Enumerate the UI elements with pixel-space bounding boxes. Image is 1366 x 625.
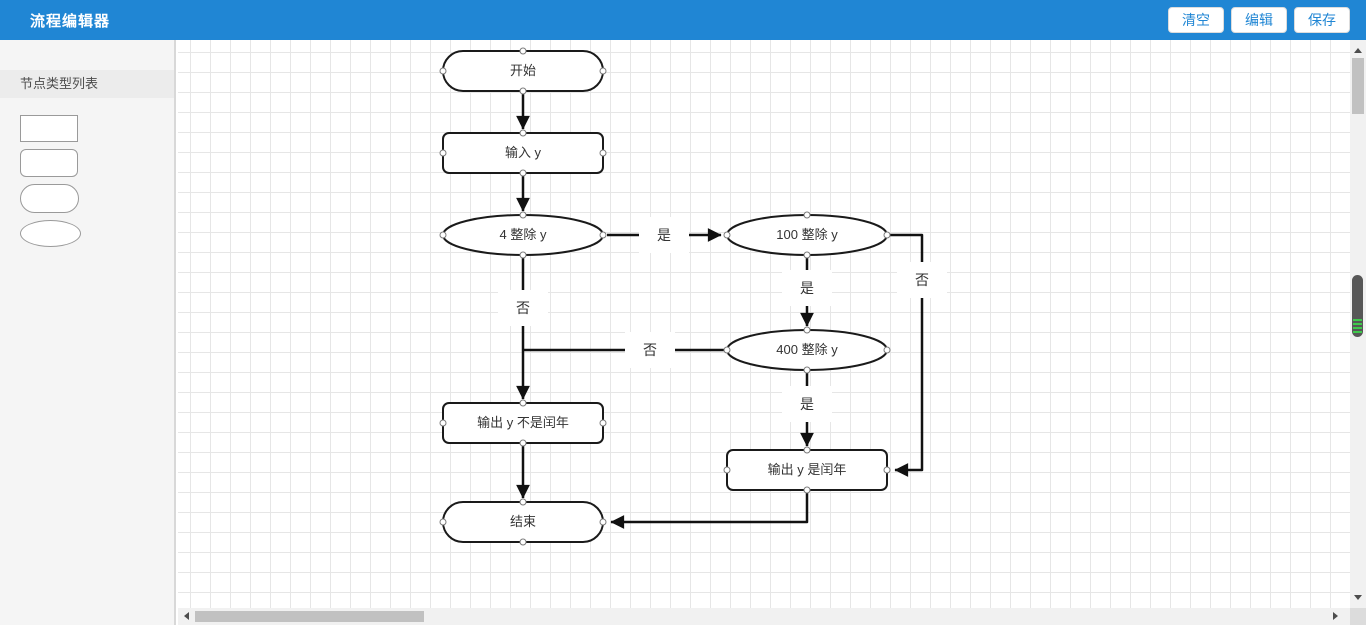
vertical-scrollbar-thumb[interactable] — [1352, 58, 1364, 114]
edge-label-div4-yes: 是 — [639, 217, 689, 253]
node-output-not-leap[interactable]: 输出 y 不是闰年 — [442, 402, 604, 444]
app-header: 流程编辑器 清空 编辑 保存 — [0, 0, 1366, 40]
node-label: 结束 — [510, 514, 536, 529]
connection-points-check-div-100[interactable] — [723, 211, 891, 259]
connection-points-output-not-leap[interactable] — [439, 399, 607, 447]
node-label: 4 整除 y — [500, 227, 547, 242]
edge-label-text: 是 — [800, 280, 814, 296]
node-check-div-400[interactable]: 400 整除 y — [726, 329, 888, 371]
save-button[interactable]: 保存 — [1294, 7, 1350, 33]
edge-label-text: 是 — [800, 396, 814, 412]
node-input-y[interactable]: 输入 y — [442, 132, 604, 174]
node-label: 输入 y — [505, 145, 542, 160]
node-palette — [0, 98, 174, 247]
vertical-scrollbar[interactable] — [1350, 40, 1366, 608]
palette-rounded-rectangle-shape[interactable] — [20, 149, 78, 177]
connection-points-check-div-4[interactable] — [439, 211, 607, 259]
connection-points-output-leap[interactable] — [723, 446, 891, 494]
edge-label-div400-yes: 是 — [782, 386, 832, 422]
horizontal-scrollbar-thumb[interactable] — [195, 611, 424, 622]
edge-leap-to-end — [610, 490, 809, 529]
palette-stadium-shape[interactable] — [20, 184, 79, 213]
edge-label-div400-no: 否 — [625, 332, 675, 368]
node-label: 开始 — [510, 63, 536, 78]
edge-label-text: 是 — [657, 227, 671, 243]
scroll-handle-grip-icon — [1353, 319, 1362, 333]
edge-label-div100-no: 否 — [897, 262, 947, 298]
node-check-div-100[interactable]: 100 整除 y — [726, 214, 888, 256]
node-start[interactable]: 开始 — [442, 50, 604, 92]
flowchart-canvas[interactable]: 是 否 是 否 否 是 开始 输入 y — [178, 40, 1350, 608]
node-output-leap[interactable]: 输出 y 是闰年 — [726, 449, 888, 491]
sidebar-title: 节点类型列表 — [0, 70, 174, 98]
toolbar: 清空 编辑 保存 — [1168, 7, 1350, 33]
edge-label-text: 否 — [915, 272, 929, 288]
edit-button[interactable]: 编辑 — [1231, 7, 1287, 33]
edge-label-text: 否 — [516, 300, 530, 316]
palette-rectangle-shape[interactable] — [20, 115, 78, 142]
app-title: 流程编辑器 — [30, 12, 111, 30]
edge-label-div100-yes: 是 — [782, 270, 832, 306]
horizontal-scrollbar[interactable] — [178, 608, 1350, 625]
connection-points-input-y[interactable] — [439, 129, 607, 177]
clear-button[interactable]: 清空 — [1168, 7, 1224, 33]
node-type-sidebar: 节点类型列表 — [0, 40, 176, 625]
node-label: 100 整除 y — [776, 227, 838, 242]
custom-scroll-handle[interactable] — [1352, 275, 1363, 337]
edge-label-text: 否 — [643, 342, 657, 358]
triangle-left-icon[interactable] — [184, 612, 189, 620]
connection-points-check-div-400[interactable] — [723, 326, 891, 374]
triangle-up-icon[interactable] — [1354, 48, 1362, 53]
node-label: 输出 y 不是闰年 — [477, 415, 569, 430]
triangle-right-icon[interactable] — [1333, 612, 1338, 620]
palette-ellipse-shape[interactable] — [20, 220, 81, 247]
edge-label-div4-no: 否 — [498, 290, 548, 326]
node-label: 400 整除 y — [776, 342, 838, 357]
triangle-down-icon[interactable] — [1354, 595, 1362, 600]
node-end[interactable]: 结束 — [442, 501, 604, 543]
edge-div100-to-leap — [887, 233, 924, 477]
scrollbar-corner — [1350, 608, 1366, 625]
connection-points-end[interactable] — [439, 498, 607, 546]
connection-points-start[interactable] — [439, 47, 607, 95]
node-check-div-4[interactable]: 4 整除 y — [442, 214, 604, 256]
node-label: 输出 y 是闰年 — [768, 462, 847, 477]
flowchart-svg: 是 否 是 否 否 是 开始 输入 y — [439, 47, 947, 546]
